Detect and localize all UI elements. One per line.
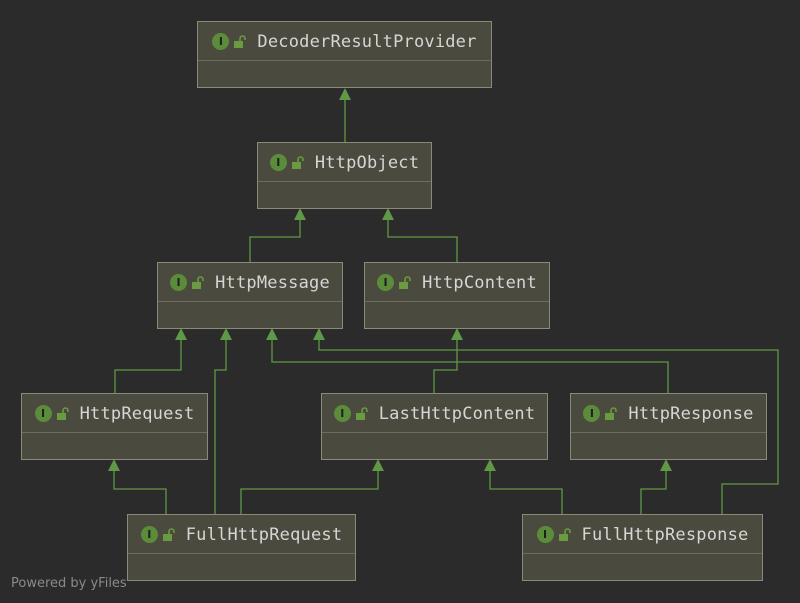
lock-icon [192,275,204,289]
interface-badge-icon: I [536,526,554,543]
edge-httprequest-httpmessage [114,339,182,393]
node-divider [365,301,549,302]
node-http-request[interactable]: I HttpRequest [21,393,208,460]
arrowhead [175,328,187,340]
edge-lasthttpcontent-httpcontent [433,339,458,393]
lock-icon [291,155,304,169]
arrowhead [294,208,306,220]
lock-icon [399,275,411,289]
edge-fullhttpresponse-httpresponse [640,470,667,514]
node-decoder-result-provider[interactable]: I DecoderResultProvider [197,21,492,88]
interface-badge-icon: I [269,154,287,171]
node-last-http-content[interactable]: I LastHttpContent [321,393,548,460]
node-title: DecoderResultProvider [257,31,477,52]
arrowhead [382,208,394,220]
node-full-http-request[interactable]: I FullHttpRequest [127,514,356,581]
node-divider [198,60,491,61]
edge-fullhttprequest-httprequest [113,470,167,514]
arrowhead [266,328,278,340]
edge-httpcontent-httpobject [387,219,458,262]
lock-icon [162,527,175,541]
node-divider [128,553,355,554]
node-title: HttpContent [422,272,537,293]
interface-badge-icon: I [377,274,395,291]
node-http-response[interactable]: I HttpResponse [570,393,767,460]
lock-icon [355,406,368,420]
node-full-http-response[interactable]: I FullHttpResponse [522,514,763,581]
node-title: HttpRequest [79,403,195,424]
node-divider [523,553,762,554]
node-title: HttpResponse [628,403,754,424]
node-title: FullHttpResponse [581,524,749,545]
interface-badge-icon: I [140,526,158,543]
arrowhead [451,328,463,340]
node-divider [22,432,207,433]
interface-badge-icon: I [333,405,351,422]
edge-httpresponse-httpmessage [271,339,669,393]
arrowhead [108,459,120,471]
interface-badge-icon: I [170,274,188,291]
node-title: HttpMessage [215,272,330,293]
interface-badge-icon: I [212,33,230,50]
node-title: LastHttpContent [378,403,536,424]
interface-badge-icon: I [583,405,601,422]
node-http-object[interactable]: I HttpObject [257,142,432,209]
arrowhead [372,459,384,471]
node-divider [158,301,342,302]
edge-fullhttprequest-lasthttpcontent [240,470,379,514]
node-divider [571,432,766,433]
lock-icon [234,34,247,48]
node-title: FullHttpRequest [185,524,343,545]
edge-fullhttprequest-httpmessage [214,339,227,514]
lock-icon [558,527,571,541]
arrowhead [313,328,325,340]
arrowhead [660,459,672,471]
node-divider [322,432,547,433]
node-divider [258,181,431,182]
interface-badge-icon: I [34,405,52,422]
node-title: HttpObject [314,152,420,173]
arrowhead [339,88,351,100]
node-http-content[interactable]: I HttpContent [364,262,550,329]
edge-fullhttpresponse-httpmessage [318,339,779,514]
lock-icon [605,406,618,420]
arrowhead [484,459,496,471]
arrowhead [220,328,232,340]
node-http-message[interactable]: I HttpMessage [157,262,343,329]
lock-icon [56,406,69,420]
watermark: Powered by yFiles [11,576,127,591]
edge-fullhttpresponse-lasthttpcontent [489,470,563,514]
edge-httpmessage-httpobject [249,219,301,262]
